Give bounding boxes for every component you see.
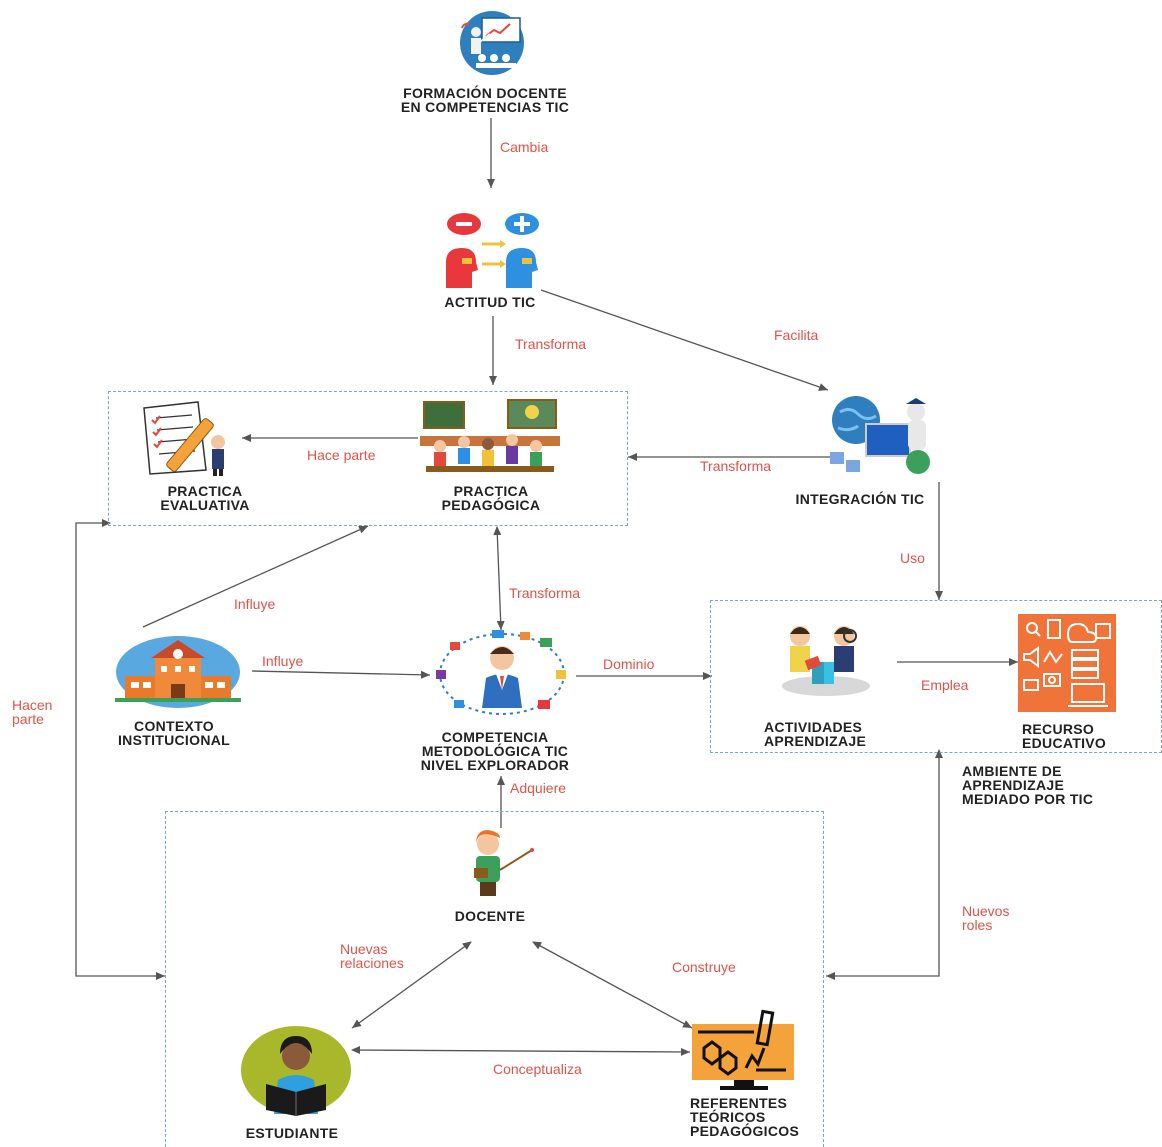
teacher-presentation-icon bbox=[452, 10, 532, 76]
node-practica-evaluativa: PRACTICA EVALUATIVA bbox=[160, 483, 250, 513]
student-reading-icon bbox=[240, 1026, 352, 1116]
edge-label-nuevos-roles: Nuevos roles bbox=[962, 903, 1010, 933]
edge-label-uso: Uso bbox=[900, 550, 925, 566]
node-actividades-aprendizaje: ACTIVIDADES APRENDIZAJE bbox=[764, 719, 867, 749]
node-recurso-educativo: RECURSO EDUCATIVO bbox=[1022, 721, 1107, 751]
edge-label-hacen-parte: Hacen parte bbox=[12, 697, 53, 727]
edge-label-nuevas-relaciones: Nuevas relaciones bbox=[340, 941, 404, 971]
edge-label-transforma-competencia: Transforma bbox=[509, 585, 581, 601]
node-contexto-institucional: CONTEXTO INSTITUCIONAL bbox=[117, 718, 230, 748]
node-formacion-docente: FORMACIÓN DOCENTE EN COMPETENCIAS TIC bbox=[400, 85, 570, 115]
edge-nuevas-relaciones bbox=[351, 941, 472, 1029]
edge-transforma-competencia bbox=[493, 526, 505, 631]
classroom-icon bbox=[420, 396, 560, 476]
edge-facilita bbox=[540, 289, 829, 391]
edge-label-hace-parte: Hace parte bbox=[307, 447, 376, 463]
edge-label-emplea: Emplea bbox=[921, 677, 969, 693]
edge-hacen-parte bbox=[75, 519, 165, 980]
edge-label-dominio: Dominio bbox=[603, 656, 655, 672]
edge-label-influye-practica: Influye bbox=[234, 596, 276, 612]
school-building-icon bbox=[115, 632, 241, 708]
attitude-change-icon bbox=[442, 210, 544, 290]
edge-label-conceptualiza: Conceptualiza bbox=[493, 1061, 582, 1077]
edge-construye bbox=[532, 941, 693, 1029]
edge-label-cambia: Cambia bbox=[500, 139, 549, 155]
node-ambiente-aprendizaje: AMBIENTE DE APRENDIZAJE MEDIADO POR TIC bbox=[962, 763, 1094, 807]
edge-label-transforma-actitud: Transforma bbox=[515, 336, 587, 352]
edge-conceptualiza bbox=[351, 1046, 691, 1056]
globe-computer-icon bbox=[826, 390, 942, 476]
actores-group-box bbox=[165, 811, 824, 1147]
node-docente: DOCENTE bbox=[454, 908, 526, 924]
practica-group-box bbox=[108, 391, 628, 526]
edge-label-construye: Construye bbox=[672, 959, 736, 975]
node-competencia-metodologica: COMPETENCIA METODOLÓGICA TIC NIVEL EXPLO… bbox=[420, 729, 570, 773]
media-resources-icon bbox=[1018, 614, 1116, 712]
edge-nuevos-roles bbox=[826, 749, 943, 980]
pencil-checklist-icon bbox=[138, 398, 242, 476]
node-actitud-tic: ACTITUD TIC bbox=[444, 294, 536, 310]
node-referentes-teoricos: REFERENTES TEÓRICOS PEDAGÓGICOS bbox=[690, 1095, 800, 1139]
lab-microscope-icon bbox=[690, 1008, 798, 1094]
teacher-pointer-icon bbox=[466, 830, 538, 900]
edge-label-facilita: Facilita bbox=[774, 327, 819, 343]
node-estudiante: ESTUDIANTE bbox=[245, 1125, 339, 1141]
edge-influye-practica bbox=[142, 525, 369, 628]
businessman-network-icon bbox=[430, 628, 574, 720]
edge-label-adquiere: Adquiere bbox=[510, 780, 567, 796]
node-integracion-tic: INTEGRACIÓN TIC bbox=[795, 491, 925, 507]
node-practica-pedagogica: PRACTICA PEDAGÓGICA bbox=[441, 483, 541, 513]
edge-label-transforma-integracion: Transforma bbox=[700, 458, 772, 474]
edge-influye-competencia bbox=[251, 670, 431, 679]
students-activity-icon bbox=[776, 622, 874, 698]
edge-label-influye-competencia: Influye bbox=[262, 653, 304, 669]
